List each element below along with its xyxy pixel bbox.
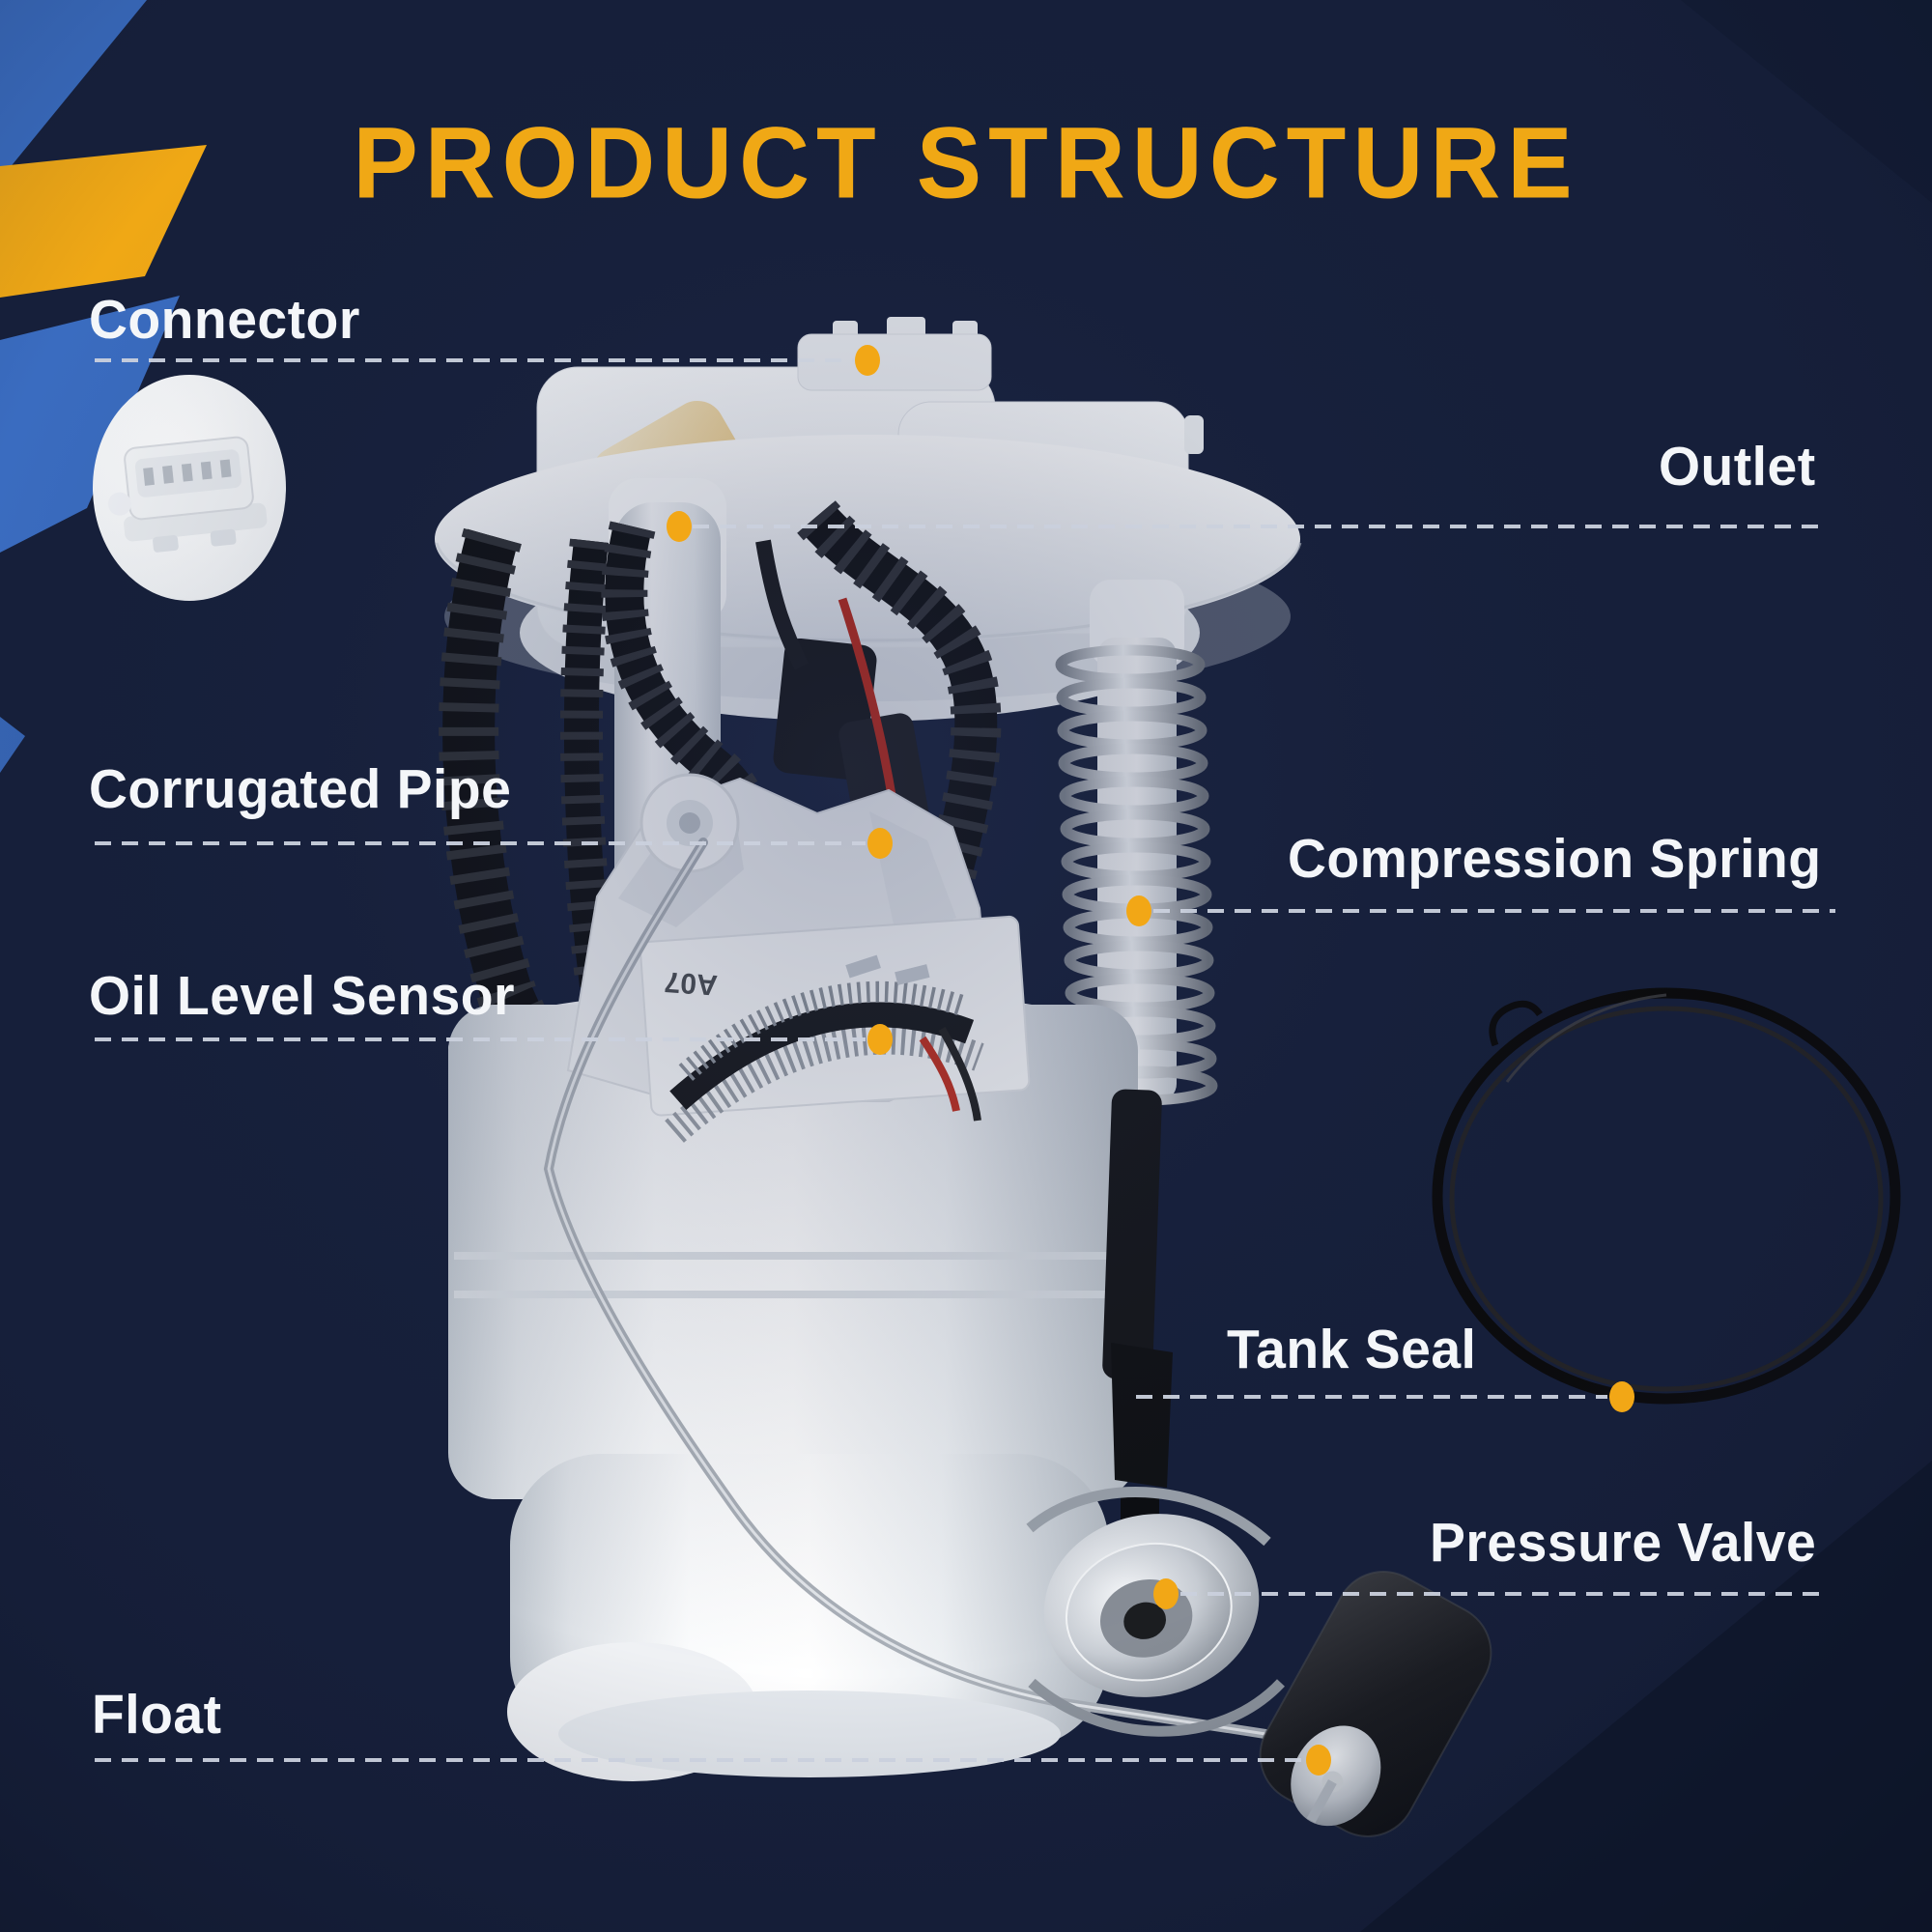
callout-label-tank-seal: Tank Seal: [1227, 1319, 1477, 1380]
page-title: PRODUCT STRUCTURE: [353, 106, 1579, 220]
callout-label-corrugated-pipe: Corrugated Pipe: [89, 758, 512, 820]
callout-label-outlet: Outlet: [1659, 436, 1816, 497]
callout-label-float: Float: [92, 1684, 222, 1746]
callout-label-oil-level-sensor: Oil Level Sensor: [89, 965, 516, 1027]
callout-label-connector: Connector: [89, 289, 360, 351]
callout-label-pressure-valve: Pressure Valve: [1430, 1512, 1817, 1574]
callout-label-compression-spring: Compression Spring: [1288, 828, 1822, 890]
